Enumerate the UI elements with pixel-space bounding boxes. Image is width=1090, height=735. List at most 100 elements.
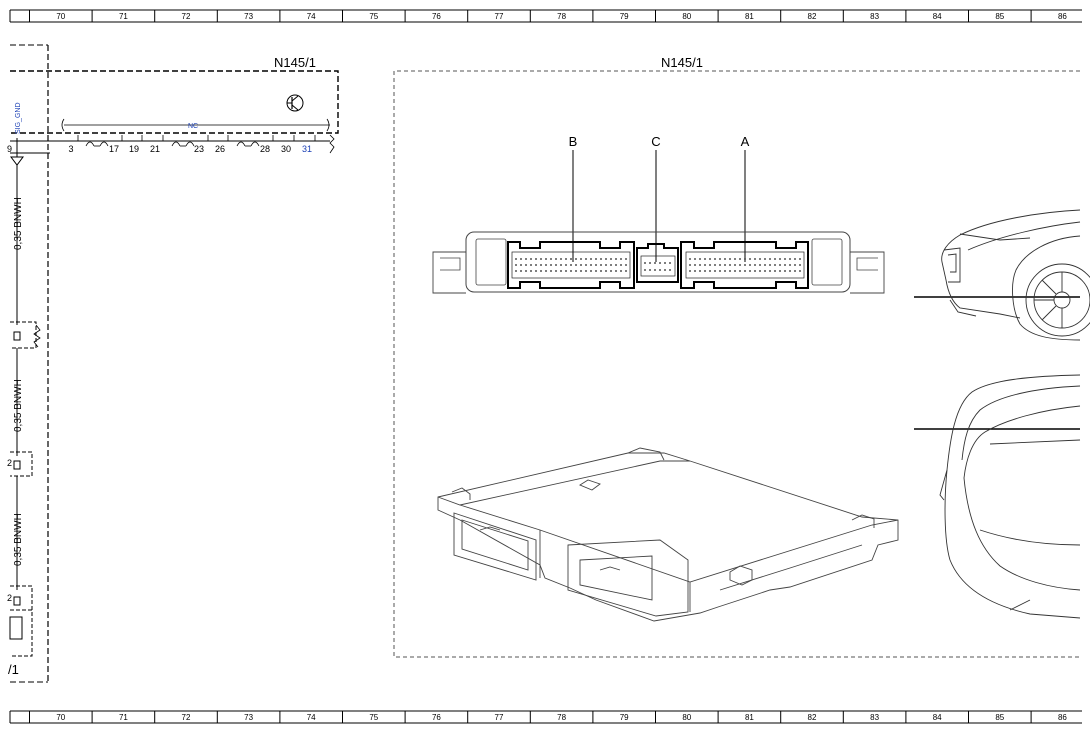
connector-pin bbox=[749, 270, 751, 272]
connector-pin bbox=[605, 258, 607, 260]
connector-pin bbox=[699, 270, 701, 272]
connector-pin bbox=[699, 264, 701, 266]
connector-label-b: B bbox=[569, 134, 578, 149]
connector-pin bbox=[794, 270, 796, 272]
pin-label: 31 bbox=[302, 144, 312, 154]
connector-pin bbox=[749, 258, 751, 260]
connector-pin bbox=[734, 258, 736, 260]
left-module-title: N145/1 bbox=[274, 55, 316, 70]
connector-pin bbox=[754, 264, 756, 266]
ruler-number: 82 bbox=[808, 713, 817, 722]
jumper-icon-3 bbox=[236, 141, 260, 147]
connector-pin bbox=[560, 264, 562, 266]
ruler-number: 74 bbox=[307, 12, 316, 21]
connector-pin bbox=[540, 270, 542, 272]
connector-pin bbox=[779, 270, 781, 272]
connector-pin bbox=[555, 270, 557, 272]
connector-icon-3: 2 bbox=[7, 585, 33, 657]
ruler-number: 84 bbox=[933, 713, 942, 722]
connector-pin bbox=[769, 258, 771, 260]
connector-pin bbox=[580, 264, 582, 266]
connector-pin bbox=[724, 270, 726, 272]
connector-pin bbox=[689, 270, 691, 272]
connector-pin bbox=[664, 262, 666, 264]
connector-pin bbox=[625, 264, 627, 266]
connector-pin bbox=[610, 258, 612, 260]
connector-pin bbox=[744, 258, 746, 260]
ruler-number: 80 bbox=[682, 12, 691, 21]
connector-icon-2: 2 bbox=[7, 451, 33, 477]
connector-pin bbox=[744, 264, 746, 266]
connector-pin bbox=[545, 270, 547, 272]
connector-pin bbox=[555, 264, 557, 266]
connector-pin bbox=[540, 258, 542, 260]
connector-pin bbox=[724, 264, 726, 266]
connector-pin bbox=[779, 258, 781, 260]
right-panel-title: N145/1 bbox=[661, 55, 703, 70]
connector-pin bbox=[719, 258, 721, 260]
connector-pin bbox=[530, 258, 532, 260]
connector-pin bbox=[764, 270, 766, 272]
connector-pin bbox=[515, 270, 517, 272]
connector-pin bbox=[535, 264, 537, 266]
ruler-number: 83 bbox=[870, 12, 879, 21]
connector-pin bbox=[799, 264, 801, 266]
connector-pin bbox=[729, 270, 731, 272]
control-unit-face-view bbox=[432, 231, 885, 294]
connector-pin bbox=[704, 258, 706, 260]
connector-pin bbox=[734, 270, 736, 272]
connector-pin bbox=[550, 264, 552, 266]
connector-pin bbox=[769, 264, 771, 266]
jumper-icon-2 bbox=[171, 141, 195, 147]
connector-pin bbox=[669, 269, 671, 271]
ruler-number: 81 bbox=[745, 12, 754, 21]
connector-pin bbox=[759, 264, 761, 266]
ruler-number: 70 bbox=[56, 713, 65, 722]
connector-pin bbox=[709, 264, 711, 266]
connector-pin bbox=[664, 269, 666, 271]
jumper-icon-1 bbox=[85, 141, 109, 147]
connector-pin bbox=[764, 264, 766, 266]
connector-pin bbox=[595, 270, 597, 272]
ruler-number: 75 bbox=[369, 12, 378, 21]
connector-pin bbox=[620, 270, 622, 272]
connector-pin bbox=[784, 264, 786, 266]
vehicle-front-illustration bbox=[914, 209, 1090, 341]
connector-pin bbox=[794, 264, 796, 266]
connector-pin bbox=[654, 269, 656, 271]
connector-pin bbox=[585, 258, 587, 260]
connector-pin bbox=[789, 264, 791, 266]
left-column-border bbox=[10, 44, 49, 683]
ruler-number: 75 bbox=[369, 713, 378, 722]
connector-pin bbox=[545, 258, 547, 260]
right-panel: N145/1 B C A bbox=[393, 55, 1090, 658]
connector-pin bbox=[565, 270, 567, 272]
connector-pin bbox=[550, 270, 552, 272]
pin-label: 3 bbox=[68, 144, 73, 154]
connector-pin bbox=[600, 270, 602, 272]
connector-pin bbox=[799, 270, 801, 272]
connector-pin bbox=[555, 258, 557, 260]
connector-pin bbox=[595, 264, 597, 266]
connector-pin bbox=[794, 258, 796, 260]
ruler-number: 79 bbox=[620, 12, 629, 21]
ruler-number: 80 bbox=[682, 713, 691, 722]
ruler-number: 71 bbox=[119, 713, 128, 722]
ground-icon bbox=[10, 156, 24, 166]
connector-pin bbox=[779, 264, 781, 266]
connector-pin bbox=[585, 264, 587, 266]
connector-pin bbox=[709, 270, 711, 272]
connector-pin bbox=[560, 258, 562, 260]
connector-pin bbox=[774, 264, 776, 266]
wire-label-2: 0,35 BNWH bbox=[13, 379, 24, 432]
ruler-number: 70 bbox=[56, 12, 65, 21]
pin-label: 19 bbox=[129, 144, 139, 154]
connector-pin bbox=[644, 262, 646, 264]
partial-component-label: /1 bbox=[8, 662, 19, 677]
ruler-number: 77 bbox=[495, 12, 504, 21]
connector-pin bbox=[570, 258, 572, 260]
connector-pin bbox=[615, 270, 617, 272]
control-unit-isometric-view bbox=[437, 447, 899, 622]
